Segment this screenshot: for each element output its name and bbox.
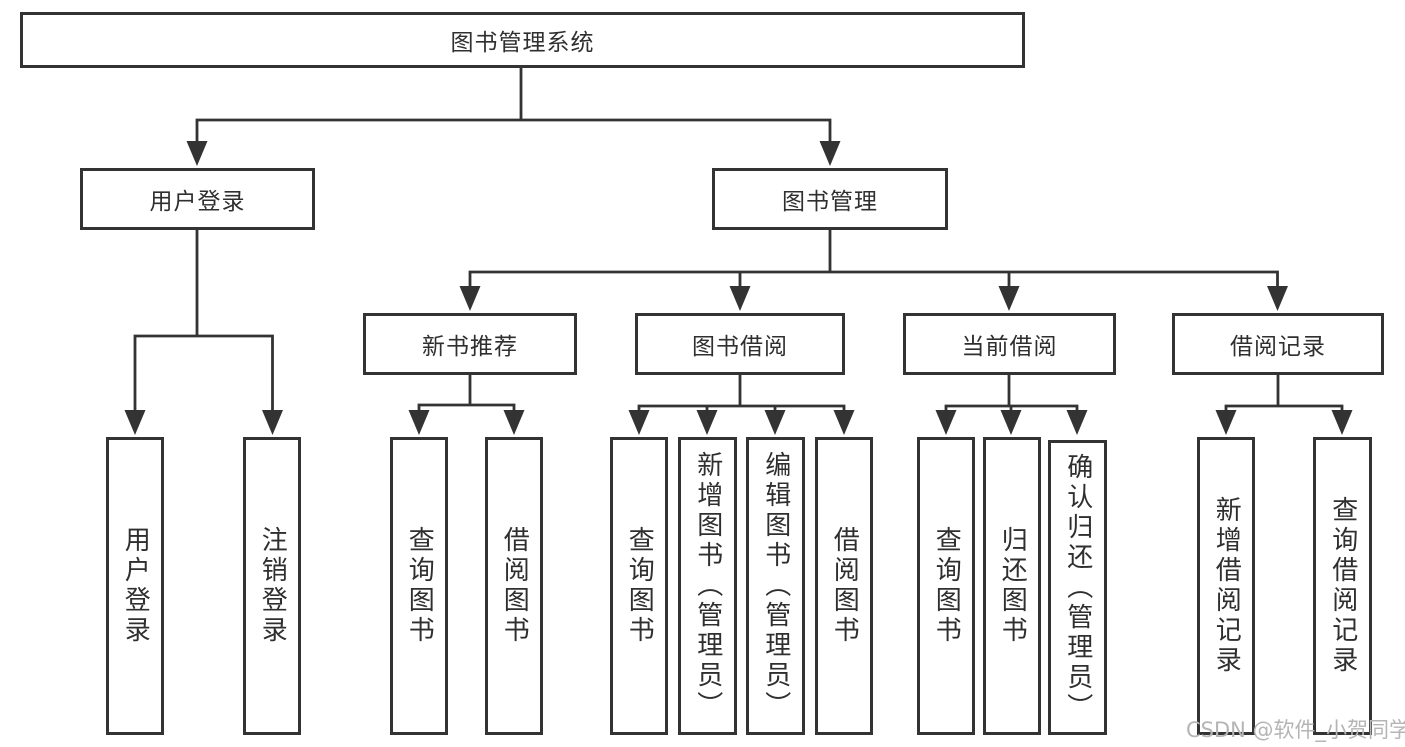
leaf-add-book-admin: 新增图书（管理员） [678, 437, 737, 735]
leaf-query-books-borrow-label: 查询图书 [624, 526, 655, 646]
leaf-return-book: 归还图书 [983, 437, 1041, 735]
leaf-return-book-label: 归还图书 [997, 526, 1028, 646]
leaf-borrow-books-recommend: 借阅图书 [485, 437, 543, 735]
node-book-borrow-label: 图书借阅 [692, 334, 788, 360]
node-book-borrow: 图书借阅 [635, 313, 845, 375]
leaf-query-books-recommend-label: 查询图书 [404, 526, 435, 646]
watermark: CSDN @软件_小贺同学 [1186, 718, 1405, 742]
leaf-query-books-recommend: 查询图书 [390, 437, 448, 735]
node-current-borrow: 当前借阅 [903, 313, 1116, 375]
connector-borrow-records-to-leaves [1215, 374, 1353, 435]
node-borrow-records: 借阅记录 [1172, 313, 1384, 375]
node-book-management: 图书管理 [712, 168, 948, 230]
connector-user-login-to-leaves [124, 230, 283, 435]
leaf-logout-label: 注销登录 [257, 526, 288, 646]
leaf-query-borrow-record-label: 查询借阅记录 [1327, 496, 1358, 676]
node-root: 图书管理系统 [20, 12, 1025, 68]
leaf-query-books-borrow: 查询图书 [610, 437, 668, 735]
node-new-book-recommend-label: 新书推荐 [422, 334, 518, 360]
connector-new-book-recommend-to-leaves [408, 374, 525, 435]
leaf-add-borrow-record-label: 新增借阅记录 [1211, 496, 1242, 676]
leaf-query-books-current: 查询图书 [917, 437, 975, 735]
node-book-management-label: 图书管理 [782, 189, 878, 215]
leaf-user-login-label: 用户登录 [120, 526, 151, 646]
leaf-user-login: 用户登录 [106, 437, 164, 735]
connector-book-management-to-level3 [459, 230, 1288, 311]
leaf-edit-book-admin: 编辑图书（管理员） [746, 437, 805, 735]
leaf-borrow-books-label: 借阅图书 [829, 526, 860, 646]
leaf-logout: 注销登录 [243, 437, 301, 735]
node-user-login: 用户登录 [80, 168, 315, 230]
connector-current-borrow-to-leaves [935, 374, 1088, 435]
leaf-edit-book-admin-label: 编辑图书（管理员） [760, 451, 791, 721]
leaf-borrow-books: 借阅图书 [815, 437, 873, 735]
leaf-add-book-admin-label: 新增图书（管理员） [692, 451, 723, 721]
leaf-confirm-return-admin: 确认归还（管理员） [1048, 440, 1107, 735]
leaf-query-books-current-label: 查询图书 [931, 526, 962, 646]
leaf-confirm-return-admin-label: 确认归还（管理员） [1062, 452, 1093, 723]
leaf-query-borrow-record: 查询借阅记录 [1313, 437, 1372, 735]
leaf-borrow-books-recommend-label: 借阅图书 [499, 526, 530, 646]
leaf-add-borrow-record: 新增借阅记录 [1197, 437, 1255, 735]
node-user-login-label: 用户登录 [149, 189, 246, 215]
node-root-label: 图书管理系统 [450, 30, 595, 56]
node-new-book-recommend: 新书推荐 [363, 313, 577, 375]
connector-root-to-level2 [186, 68, 841, 166]
node-current-borrow-label: 当前借阅 [961, 334, 1058, 360]
connector-book-borrow-to-leaves [628, 374, 855, 435]
node-borrow-records-label: 借阅记录 [1230, 334, 1326, 360]
